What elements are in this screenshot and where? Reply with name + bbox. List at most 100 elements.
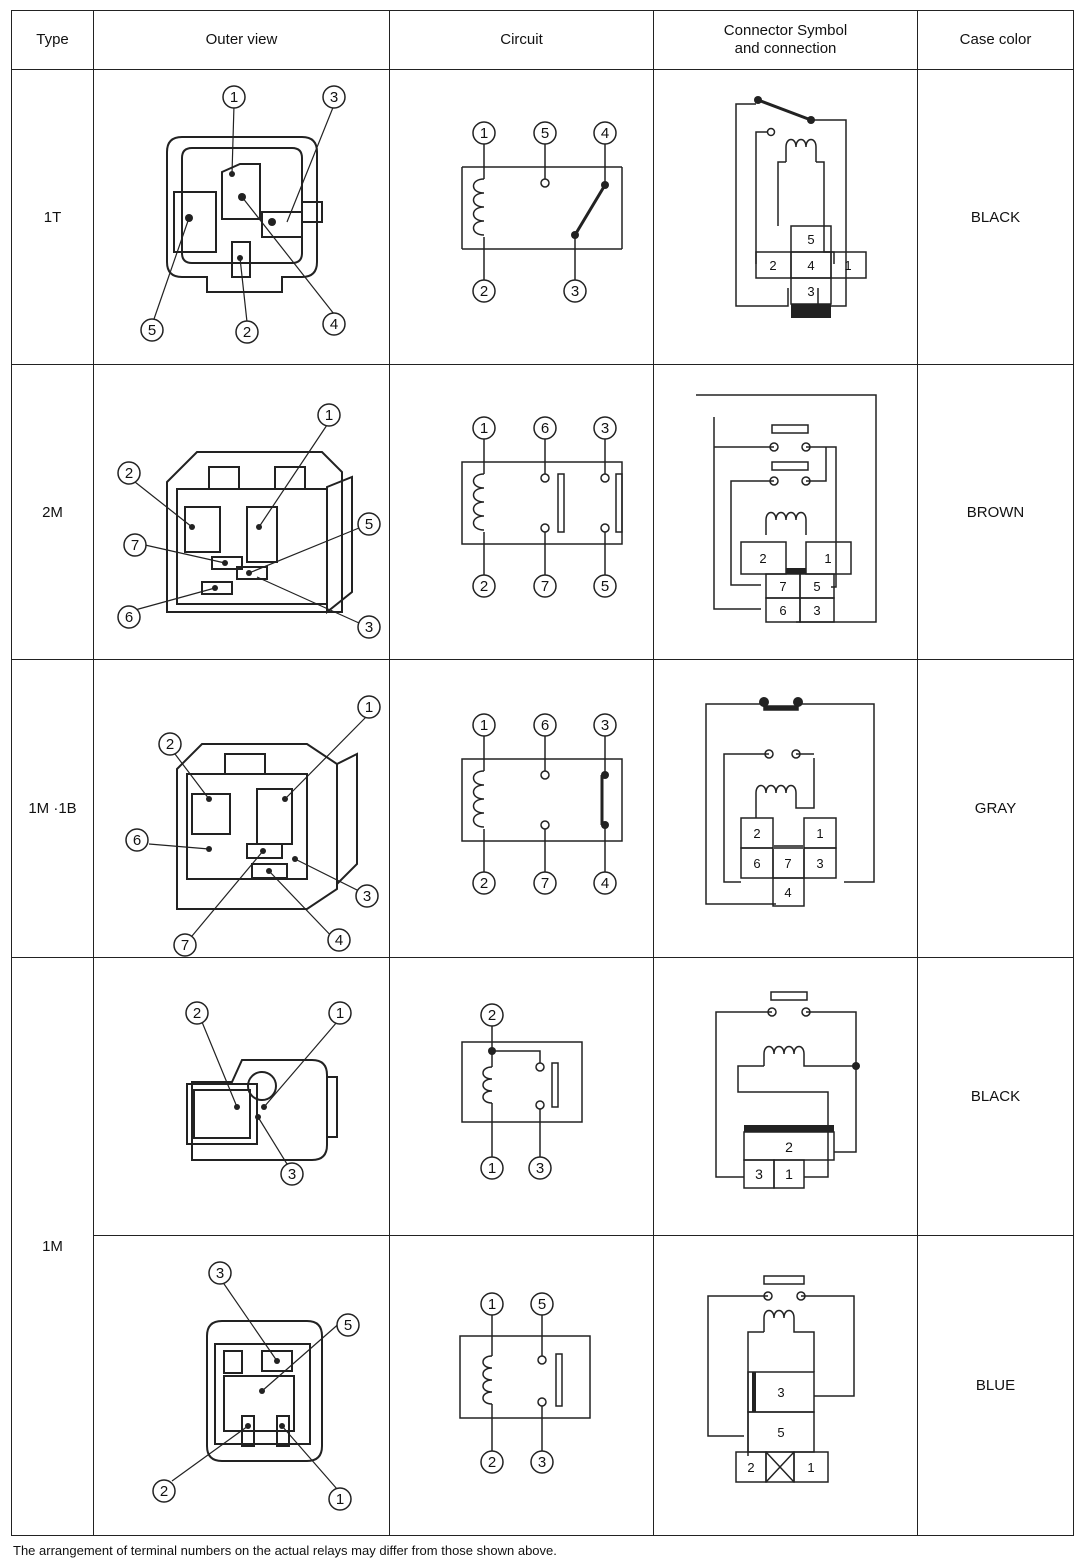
table-row: 1M bbox=[11, 957, 1074, 1536]
table-row: 1M ·1B bbox=[11, 659, 1074, 958]
table-row: 2M bbox=[11, 364, 1074, 660]
terminal-label: 2 bbox=[192, 1005, 200, 1022]
terminal-label: 7 bbox=[540, 875, 548, 892]
pin-label: 1 bbox=[844, 258, 851, 273]
pin-label: 1 bbox=[824, 551, 831, 566]
terminal-label: 1 bbox=[229, 89, 237, 106]
case-color-cell: BLACK bbox=[917, 957, 1074, 1236]
pin-label: 4 bbox=[784, 885, 791, 900]
terminal-label: 2 bbox=[124, 465, 132, 482]
header-circuit: Circuit bbox=[389, 10, 654, 70]
pin-label: 6 bbox=[779, 603, 786, 618]
type-cell: 1M ·1B bbox=[11, 659, 94, 958]
terminal-label: 6 bbox=[540, 420, 548, 437]
terminal-label: 3 bbox=[287, 1166, 295, 1183]
terminal-label: 1 bbox=[487, 1160, 495, 1177]
connector-1t-symbol: 5 2 4 1 3 bbox=[734, 96, 867, 318]
terminal-label: 2 bbox=[487, 1454, 495, 1471]
terminal-label: 5 bbox=[343, 1317, 351, 1334]
pin-label: 2 bbox=[769, 258, 776, 273]
terminal-label: 5 bbox=[364, 516, 372, 533]
terminal-label: 3 bbox=[537, 1454, 545, 1471]
pin-label: 5 bbox=[813, 579, 820, 594]
case-color-cell: GRAY bbox=[917, 659, 1074, 958]
connector-2m-symbol: 2 1 7 5 6 3 bbox=[695, 394, 877, 623]
pin-label: 2 bbox=[759, 551, 766, 566]
circuit-1m-blue-diagram: 1 5 2 3 bbox=[458, 1291, 591, 1474]
terminal-label: 5 bbox=[537, 1296, 545, 1313]
terminal-label: 1 bbox=[479, 717, 487, 734]
terminal-label: 1 bbox=[364, 699, 372, 716]
outer-view-1t-drawing: 1 3 5 2 4 bbox=[139, 85, 346, 344]
circuit-cell: 1 6 3 2 7 5 bbox=[389, 364, 654, 660]
terminal-label: 7 bbox=[180, 937, 188, 954]
outer-view-1m1b-drawing: 1 2 6 3 7 4 bbox=[124, 694, 381, 957]
terminal-label: 2 bbox=[159, 1483, 167, 1500]
connector-cell: 3 5 2 1 bbox=[653, 1235, 918, 1536]
header-type: Type bbox=[11, 10, 94, 70]
terminal-label: 3 bbox=[329, 89, 337, 106]
circuit-1m-black-diagram: 2 1 3 bbox=[460, 1002, 583, 1180]
terminal-label: 7 bbox=[540, 578, 548, 595]
circuit-1m1b-diagram: 1 6 3 2 7 4 bbox=[460, 712, 623, 895]
pin-label: 1 bbox=[816, 826, 823, 841]
footnote: The arrangement of terminal numbers on t… bbox=[13, 1543, 557, 1558]
terminal-label: 1 bbox=[479, 125, 487, 142]
connector-cell: 5 2 4 1 3 bbox=[653, 69, 918, 365]
pin-label: 5 bbox=[807, 232, 814, 247]
terminal-label: 3 bbox=[215, 1265, 223, 1282]
terminal-label: 2 bbox=[487, 1007, 495, 1024]
terminal-label: 3 bbox=[362, 888, 370, 905]
circuit-cell: 2 1 3 bbox=[389, 957, 654, 1236]
outer-view-1m-blue-drawing: 3 5 2 1 bbox=[151, 1260, 360, 1511]
outer-view-2m-drawing: 1 2 5 7 6 3 bbox=[116, 403, 381, 639]
header-connector: Connector Symbol and connection bbox=[653, 10, 918, 70]
circuit-1t-diagram: 1 5 4 2 3 bbox=[460, 121, 623, 303]
connector-1m1b-symbol: 2 1 6 7 3 4 bbox=[704, 696, 875, 907]
case-color-cell: BROWN bbox=[917, 364, 1074, 660]
pin-label: 3 bbox=[755, 1166, 763, 1182]
terminal-label: 3 bbox=[570, 283, 578, 300]
pin-label: 6 bbox=[753, 856, 760, 871]
terminal-label: 4 bbox=[600, 875, 608, 892]
terminal-label: 1 bbox=[479, 420, 487, 437]
connector-1m-blue-symbol: 3 5 2 1 bbox=[706, 1274, 855, 1483]
pin-label: 3 bbox=[807, 284, 814, 299]
connector-1m-black-symbol: 2 3 1 bbox=[714, 990, 860, 1189]
connector-cell: 2 1 6 7 3 4 bbox=[653, 659, 918, 958]
connector-cell: 2 1 7 5 6 3 bbox=[653, 364, 918, 660]
terminal-label: 2 bbox=[479, 875, 487, 892]
terminal-label: 6 bbox=[540, 717, 548, 734]
terminal-label: 6 bbox=[132, 832, 140, 849]
pin-label: 3 bbox=[777, 1385, 784, 1400]
pin-label: 2 bbox=[785, 1139, 793, 1155]
pin-label: 1 bbox=[807, 1460, 814, 1475]
type-cell: 2M bbox=[11, 364, 94, 660]
pin-label: 4 bbox=[807, 258, 814, 273]
type-cell-merged: 1M bbox=[11, 957, 94, 1536]
terminal-label: 4 bbox=[600, 125, 608, 142]
outer-view-cell: 3 5 2 1 bbox=[93, 1235, 390, 1536]
terminal-label: 6 bbox=[124, 609, 132, 626]
case-color-cell: BLACK bbox=[917, 69, 1074, 365]
case-color-cell: BLUE bbox=[917, 1235, 1074, 1536]
terminal-label: 1 bbox=[487, 1296, 495, 1313]
terminal-label: 4 bbox=[334, 932, 342, 949]
terminal-label: 3 bbox=[364, 619, 372, 636]
terminal-label: 5 bbox=[540, 125, 548, 142]
header-row: Type Outer view Circuit Connector Symbol… bbox=[11, 10, 1074, 70]
terminal-label: 4 bbox=[329, 316, 337, 333]
terminal-label: 5 bbox=[147, 322, 155, 339]
circuit-cell: 1 5 4 2 3 bbox=[389, 69, 654, 365]
type-cell: 1T bbox=[11, 69, 94, 365]
terminal-label: 5 bbox=[600, 578, 608, 595]
circuit-2m-diagram: 1 6 3 2 7 5 bbox=[460, 416, 623, 598]
table-row: 3 5 2 1 bbox=[12, 1235, 1074, 1536]
terminal-label: 3 bbox=[535, 1160, 543, 1177]
terminal-label: 1 bbox=[335, 1491, 343, 1508]
pin-label: 7 bbox=[784, 856, 791, 871]
outer-view-cell: 1 2 6 3 7 4 bbox=[93, 659, 390, 958]
connector-cell: 2 3 1 bbox=[653, 957, 918, 1236]
outer-view-cell: 2 1 3 bbox=[93, 957, 390, 1236]
pin-label: 7 bbox=[779, 579, 786, 594]
